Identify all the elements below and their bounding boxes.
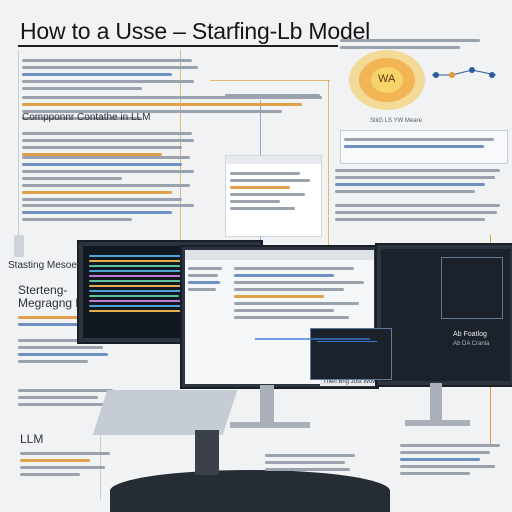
node-graph xyxy=(430,60,500,90)
monitor-stand xyxy=(430,383,442,423)
info-box xyxy=(340,130,508,164)
overlay-panel xyxy=(310,328,392,380)
right-screen: Ab Foatlog Ab DA Cranla xyxy=(381,249,510,381)
llm-heading: LLM xyxy=(20,432,44,446)
page-title: How to a Usse – Starfing-Lb Model xyxy=(20,18,371,44)
monitor-stand xyxy=(260,385,274,425)
desk-surface xyxy=(92,390,238,435)
status-bar: Then Bhg Jost Wow Ar xyxy=(320,378,387,386)
stacked-subheading-1: Sterteng- xyxy=(18,283,68,297)
bottom-note-1 xyxy=(265,450,365,475)
blob-label: WA xyxy=(378,73,396,85)
title-underline xyxy=(18,45,338,47)
stacked-paragraph-3 xyxy=(18,385,118,410)
connector-wire xyxy=(210,80,330,81)
monitor-stand-base xyxy=(230,422,310,428)
bottom-note-2 xyxy=(400,440,505,479)
stacked-heading: Stasting Mesoe xyxy=(8,260,77,271)
right-monitor: Ab Foatlog Ab DA Cranla xyxy=(375,243,512,387)
floating-window xyxy=(225,155,322,237)
connector-wire xyxy=(100,420,101,500)
desk-base xyxy=(110,470,390,512)
connector-wire xyxy=(180,50,181,330)
blue-arrow-wire xyxy=(255,338,370,340)
stacked-paragraph-2 xyxy=(18,335,118,367)
components-paragraph xyxy=(22,128,197,160)
connector-wire xyxy=(328,80,329,250)
components-paragraph-2 xyxy=(22,152,197,184)
right-paragraph-2 xyxy=(335,200,505,225)
intro-paragraph-2 xyxy=(22,92,322,124)
right-paragraph xyxy=(335,165,505,197)
center-right-label: StiiG LS YW Meare xyxy=(370,118,422,124)
overlay-panel-line xyxy=(317,341,377,342)
right-top-caption xyxy=(340,35,490,53)
llm-blob: WA xyxy=(345,45,435,115)
intro-paragraph xyxy=(22,55,202,94)
side-tab xyxy=(14,235,24,257)
right-monitor-label: Ab Foatlog xyxy=(453,331,487,338)
connector-wire xyxy=(18,50,19,250)
stacked-paragraph xyxy=(18,312,108,330)
right-screen-frame xyxy=(441,257,503,319)
llm-paragraph xyxy=(20,448,115,480)
monitor-stand-base xyxy=(405,420,470,426)
center-right-caption xyxy=(225,90,325,101)
section-heading-components: Compponnr Contathe in LLM xyxy=(22,112,151,123)
components-paragraph-3 xyxy=(22,180,197,205)
components-paragraph-4 xyxy=(22,200,197,225)
desk-column xyxy=(195,430,219,475)
right-monitor-sublabel: Ab DA Cranla xyxy=(453,341,490,347)
